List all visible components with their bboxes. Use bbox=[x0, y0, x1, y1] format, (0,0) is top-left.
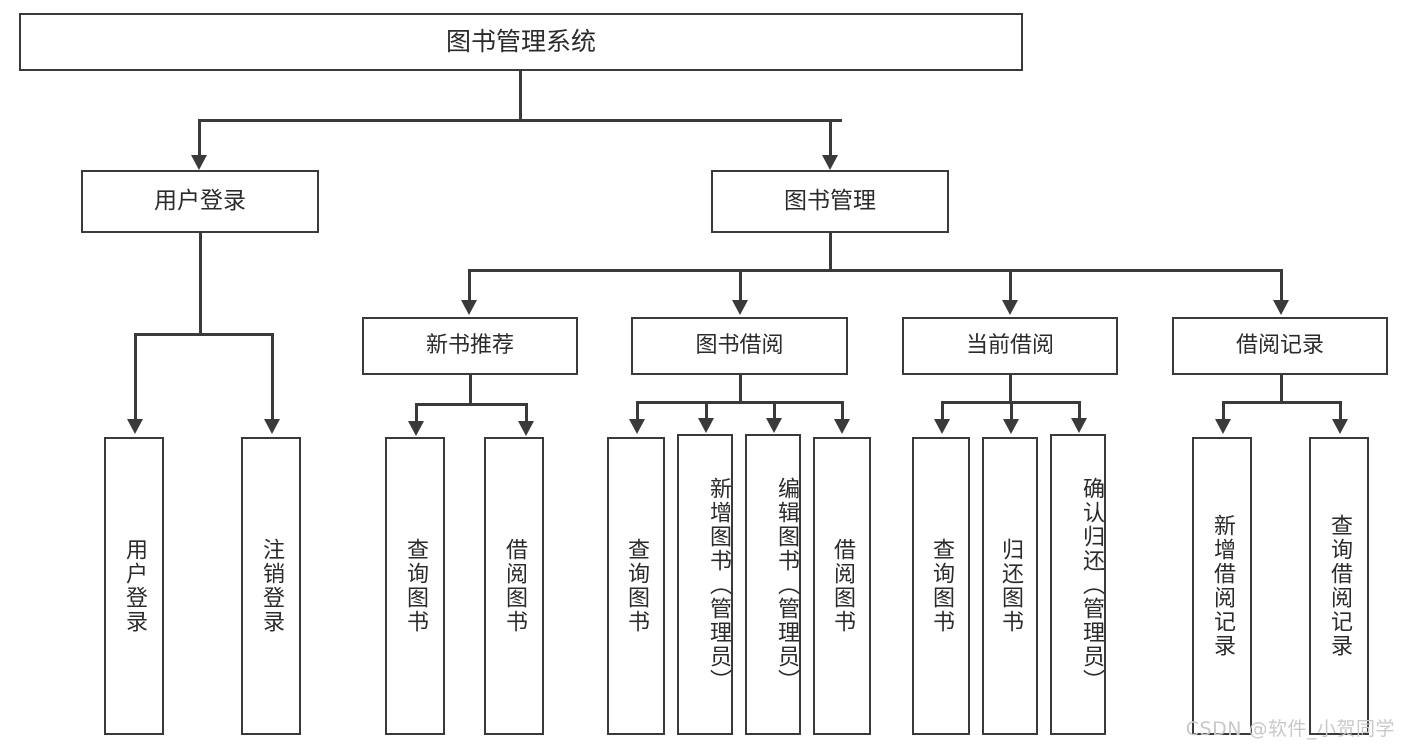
connector-current-borrow-stem bbox=[1009, 375, 1012, 403]
connector-new-book-to-query bbox=[415, 403, 418, 423]
arrow-bb-to-query bbox=[629, 419, 645, 434]
node-label: 查询图书 bbox=[928, 538, 954, 634]
arrow-bb-to-borrow bbox=[834, 419, 850, 434]
node-label: 归还图书 bbox=[997, 538, 1023, 634]
connector-bb-to-borrow bbox=[841, 401, 844, 421]
node-borrow-record[interactable]: 借阅记录 bbox=[1172, 317, 1388, 375]
connector-user-login-to-logout bbox=[271, 333, 274, 421]
arrow-cb-to-confirm bbox=[1071, 418, 1087, 433]
node-label: 查询图书 bbox=[402, 538, 428, 634]
node-root-book-management-system[interactable]: 图书管理系统 bbox=[19, 13, 1023, 71]
node-label: 确认归还（管理员） bbox=[1079, 476, 1104, 693]
connector-bm-to-borrow-record bbox=[1280, 269, 1283, 302]
node-label: 当前借阅 bbox=[965, 333, 1054, 359]
leaf-user-login[interactable]: 用户登录 bbox=[104, 437, 164, 735]
leaf-borrow-book[interactable]: 借阅图书 bbox=[813, 437, 871, 735]
connector-bm-to-current-borrow bbox=[1009, 269, 1012, 302]
connector-bm-to-new-book bbox=[468, 269, 471, 302]
leaf-confirm-return-admin[interactable]: 确认归还（管理员） bbox=[1050, 434, 1106, 735]
connector-br-to-query bbox=[1339, 401, 1342, 421]
node-label: 图书借阅 bbox=[695, 333, 784, 359]
connector-new-book-stem bbox=[469, 375, 472, 405]
node-label: 新增图书（管理员） bbox=[706, 476, 731, 693]
arrow-bm-to-borrow-record bbox=[1273, 300, 1289, 315]
leaf-query-book-current[interactable]: 查询图书 bbox=[912, 437, 970, 735]
connector-user-login-stem bbox=[199, 233, 202, 334]
connector-br-to-add bbox=[1222, 401, 1225, 421]
node-label: 注销登录 bbox=[258, 538, 284, 634]
arrow-bm-to-current-borrow bbox=[1002, 300, 1018, 315]
node-label: 编辑图书（管理员） bbox=[774, 476, 799, 693]
node-label: 借阅记录 bbox=[1235, 333, 1324, 359]
leaf-add-book-admin[interactable]: 新增图书（管理员） bbox=[677, 434, 733, 735]
connector-user-login-bar bbox=[134, 333, 273, 336]
leaf-return-book[interactable]: 归还图书 bbox=[982, 437, 1038, 735]
connector-new-book-to-borrow bbox=[525, 403, 528, 423]
arrow-root-to-book-management bbox=[822, 155, 838, 170]
connector-cb-to-query bbox=[941, 401, 944, 421]
connector-borrow-record-bar bbox=[1222, 401, 1341, 404]
arrow-new-book-to-borrow bbox=[518, 421, 534, 436]
leaf-edit-book-admin[interactable]: 编辑图书（管理员） bbox=[745, 434, 801, 735]
node-label: 新增借阅记录 bbox=[1209, 514, 1235, 658]
arrow-bm-to-new-book bbox=[461, 300, 477, 315]
connector-user-login-to-login bbox=[134, 333, 137, 421]
connector-book-borrow-stem bbox=[739, 375, 742, 403]
node-label: 查询图书 bbox=[623, 538, 649, 634]
connector-bb-to-query bbox=[636, 401, 639, 421]
leaf-query-book-recommend[interactable]: 查询图书 bbox=[385, 437, 445, 735]
connector-bb-to-edit bbox=[773, 401, 776, 420]
leaf-borrow-book-recommend[interactable]: 借阅图书 bbox=[484, 437, 544, 735]
leaf-query-borrow-record[interactable]: 查询借阅记录 bbox=[1309, 437, 1369, 735]
connector-cb-to-return bbox=[1010, 401, 1013, 421]
node-label: 借阅图书 bbox=[829, 538, 855, 634]
leaf-query-book-borrow[interactable]: 查询图书 bbox=[607, 437, 665, 735]
connector-book-management-bar bbox=[468, 269, 1282, 272]
connector-root-bar bbox=[198, 119, 842, 122]
node-label: 查询借阅记录 bbox=[1326, 514, 1352, 658]
node-label: 图书管理 bbox=[784, 187, 876, 214]
node-label: 用户登录 bbox=[121, 538, 147, 634]
leaf-logout[interactable]: 注销登录 bbox=[241, 437, 301, 735]
node-label: 图书管理系统 bbox=[445, 27, 596, 57]
connector-root-to-book-management bbox=[829, 119, 832, 157]
arrow-root-to-user-login bbox=[191, 155, 207, 170]
connector-bb-to-add bbox=[705, 401, 708, 420]
connector-bm-to-book-borrow bbox=[739, 269, 742, 302]
connector-book-management-stem bbox=[829, 233, 832, 271]
connector-borrow-record-stem bbox=[1280, 375, 1283, 403]
arrow-bm-to-book-borrow bbox=[732, 300, 748, 315]
leaf-add-borrow-record[interactable]: 新增借阅记录 bbox=[1192, 437, 1252, 735]
arrow-user-login-to-login bbox=[127, 419, 143, 434]
arrow-bb-to-add bbox=[698, 418, 714, 433]
node-label: 借阅图书 bbox=[501, 538, 527, 634]
node-book-borrow[interactable]: 图书借阅 bbox=[631, 317, 848, 375]
connector-root-stem bbox=[519, 71, 522, 121]
connector-root-to-user-login bbox=[198, 119, 201, 157]
node-book-management[interactable]: 图书管理 bbox=[711, 170, 949, 233]
node-current-borrow[interactable]: 当前借阅 bbox=[902, 317, 1118, 375]
connector-cb-to-confirm bbox=[1078, 401, 1081, 420]
arrow-cb-to-query bbox=[934, 419, 950, 434]
arrow-new-book-to-query bbox=[408, 421, 424, 436]
node-label: 新书推荐 bbox=[425, 333, 514, 359]
connector-new-book-bar bbox=[415, 403, 527, 406]
arrow-cb-to-return bbox=[1003, 419, 1019, 434]
node-label: 用户登录 bbox=[154, 187, 246, 214]
arrow-br-to-add bbox=[1215, 419, 1231, 434]
node-user-login[interactable]: 用户登录 bbox=[81, 170, 319, 233]
node-new-book-recommend[interactable]: 新书推荐 bbox=[362, 317, 578, 375]
arrow-bb-to-edit bbox=[766, 418, 782, 433]
arrow-br-to-query bbox=[1332, 419, 1348, 434]
connector-book-borrow-bar bbox=[636, 401, 843, 404]
arrow-user-login-to-logout bbox=[264, 419, 280, 434]
